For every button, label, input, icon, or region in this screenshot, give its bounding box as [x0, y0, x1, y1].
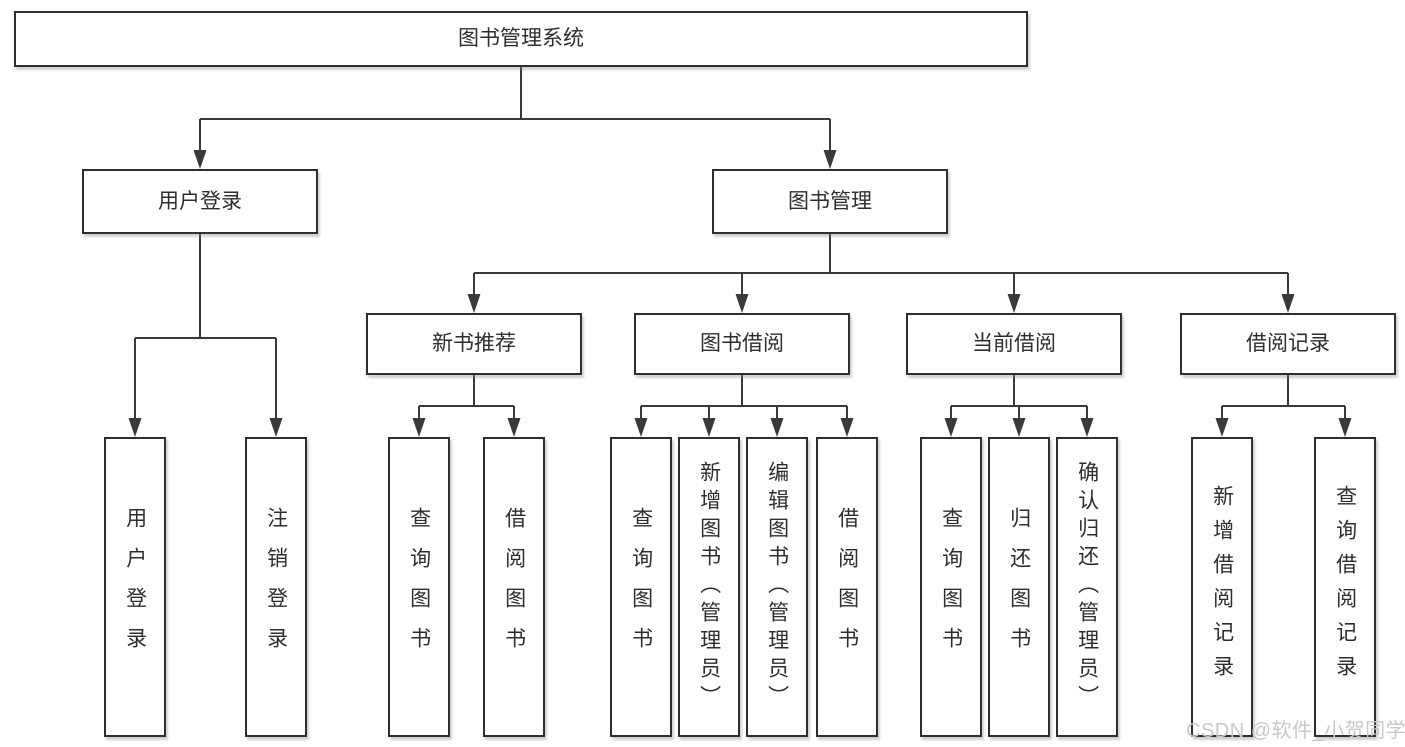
node-label: 图书管理 [788, 189, 872, 213]
leaf-return-books: 归还图书 [988, 437, 1050, 737]
node-book-borrowing: 图书借阅 [634, 313, 850, 375]
node-user-login: 用户登录 [82, 169, 318, 234]
node-label: 当前借阅 [972, 332, 1056, 356]
node-label: 图书管理系统 [458, 27, 584, 51]
node-label: 借阅图书 [835, 507, 859, 667]
leaf-edit-books-admin: 编辑图书（管理员） [746, 437, 808, 737]
leaf-logout: 注销登录 [245, 437, 307, 737]
leaf-borrow-books: 借阅图书 [483, 437, 545, 737]
leaf-query-books: 查询图书 [920, 437, 982, 737]
node-label: 查询图书 [939, 507, 963, 667]
node-label: 归还图书 [1007, 507, 1031, 667]
node-label: 借阅记录 [1246, 332, 1330, 356]
node-label: 新书推荐 [432, 332, 516, 356]
leaf-add-books-admin: 新增图书（管理员） [678, 437, 740, 737]
node-label: 借阅图书 [502, 507, 526, 667]
csdn-watermark: CSDN @软件_小贺同学 [1186, 720, 1405, 742]
node-library-management-system: 图书管理系统 [14, 11, 1028, 67]
node-new-book-recommendation: 新书推荐 [366, 313, 582, 375]
node-label: 确认归还（管理员） [1075, 461, 1099, 713]
node-book-management: 图书管理 [712, 169, 948, 234]
node-current-borrowing: 当前借阅 [906, 313, 1122, 375]
leaf-query-borrow-record: 查询借阅记录 [1314, 437, 1376, 737]
node-label: 图书借阅 [700, 332, 784, 356]
node-label: 新增借阅记录 [1210, 485, 1234, 689]
node-label: 用户登录 [123, 507, 147, 667]
node-label: 新增图书（管理员） [697, 461, 721, 713]
node-label: 查询借阅记录 [1333, 485, 1357, 689]
node-label: 查询图书 [629, 507, 653, 667]
leaf-confirm-return-admin: 确认归还（管理员） [1056, 437, 1118, 737]
leaf-add-borrow-record: 新增借阅记录 [1191, 437, 1253, 737]
node-label: 注销登录 [264, 507, 288, 667]
leaf-query-books: 查询图书 [388, 437, 450, 737]
node-label: 用户登录 [158, 189, 242, 213]
leaf-user-login: 用户登录 [104, 437, 166, 737]
node-label: 编辑图书（管理员） [765, 461, 789, 713]
leaf-borrow-books: 借阅图书 [816, 437, 878, 737]
leaf-query-books: 查询图书 [610, 437, 672, 737]
node-label: 查询图书 [407, 507, 431, 667]
node-borrowing-records: 借阅记录 [1180, 313, 1396, 375]
